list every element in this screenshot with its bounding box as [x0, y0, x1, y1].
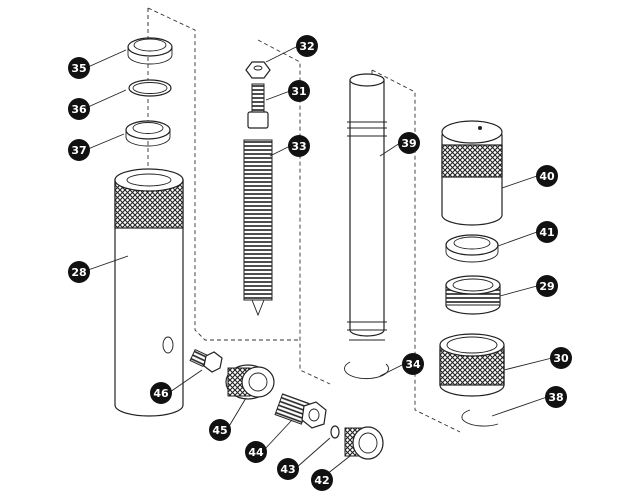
part-spring-33: [243, 139, 273, 317]
callout-37: 37: [68, 139, 90, 161]
part-threaded-ring-29: [445, 275, 501, 315]
callout-34: 34: [402, 353, 424, 375]
part-bolt-31: [247, 83, 269, 129]
callout-33: 33: [288, 135, 310, 157]
svg-text:38: 38: [548, 391, 563, 404]
callout-38: 38: [545, 386, 567, 408]
part-snapring-34: [344, 361, 389, 380]
svg-text:44: 44: [248, 446, 264, 459]
callout-29: 29: [536, 275, 558, 297]
leader-lines: [87, 45, 553, 479]
svg-text:33: 33: [291, 140, 306, 153]
svg-text:32: 32: [299, 40, 314, 53]
callout-41: 41: [536, 221, 558, 243]
part-cylinder-28: [114, 168, 184, 417]
part-nut-42: [344, 426, 384, 460]
part-ring-37: [125, 120, 171, 147]
svg-text:30: 30: [553, 352, 569, 365]
callout-32: 32: [296, 35, 318, 57]
part-knurled-nut-45: [225, 364, 275, 400]
part-oring-36: [128, 79, 172, 97]
callout-30: 30: [550, 347, 572, 369]
svg-text:37: 37: [71, 144, 86, 157]
callout-35: 35: [68, 57, 90, 79]
callout-43: 43: [277, 458, 299, 480]
svg-text:39: 39: [401, 137, 416, 150]
svg-text:29: 29: [539, 280, 554, 293]
svg-text:28: 28: [71, 266, 86, 279]
part-oring-43: [330, 425, 340, 439]
svg-text:43: 43: [280, 463, 295, 476]
svg-text:40: 40: [539, 170, 555, 183]
svg-text:46: 46: [153, 387, 169, 400]
part-ring-41: [445, 234, 499, 263]
part-nut-32: [245, 61, 271, 79]
part-piston-39: [347, 73, 387, 341]
callout-42: 42: [311, 469, 333, 491]
callout-28: 28: [68, 261, 90, 283]
svg-text:35: 35: [71, 62, 86, 75]
part-fitting-46: [189, 348, 223, 373]
part-coupler-44: [274, 393, 327, 429]
callout-31: 31: [288, 80, 310, 102]
callout-39: 39: [398, 132, 420, 154]
svg-text:41: 41: [539, 226, 554, 239]
svg-text:42: 42: [314, 474, 329, 487]
svg-text:45: 45: [212, 424, 227, 437]
callout-45: 45: [209, 419, 231, 441]
svg-text:34: 34: [405, 358, 421, 371]
callout-46: 46: [150, 382, 172, 404]
part-knurled-nut-30: [439, 333, 505, 397]
part-ring-35: [127, 37, 173, 65]
svg-text:36: 36: [71, 103, 87, 116]
svg-text:31: 31: [291, 85, 306, 98]
callout-40: 40: [536, 165, 558, 187]
callout-36: 36: [68, 98, 90, 120]
part-snapring-38: [461, 409, 499, 427]
callout-44: 44: [245, 441, 267, 463]
part-cap-40: [441, 120, 503, 226]
